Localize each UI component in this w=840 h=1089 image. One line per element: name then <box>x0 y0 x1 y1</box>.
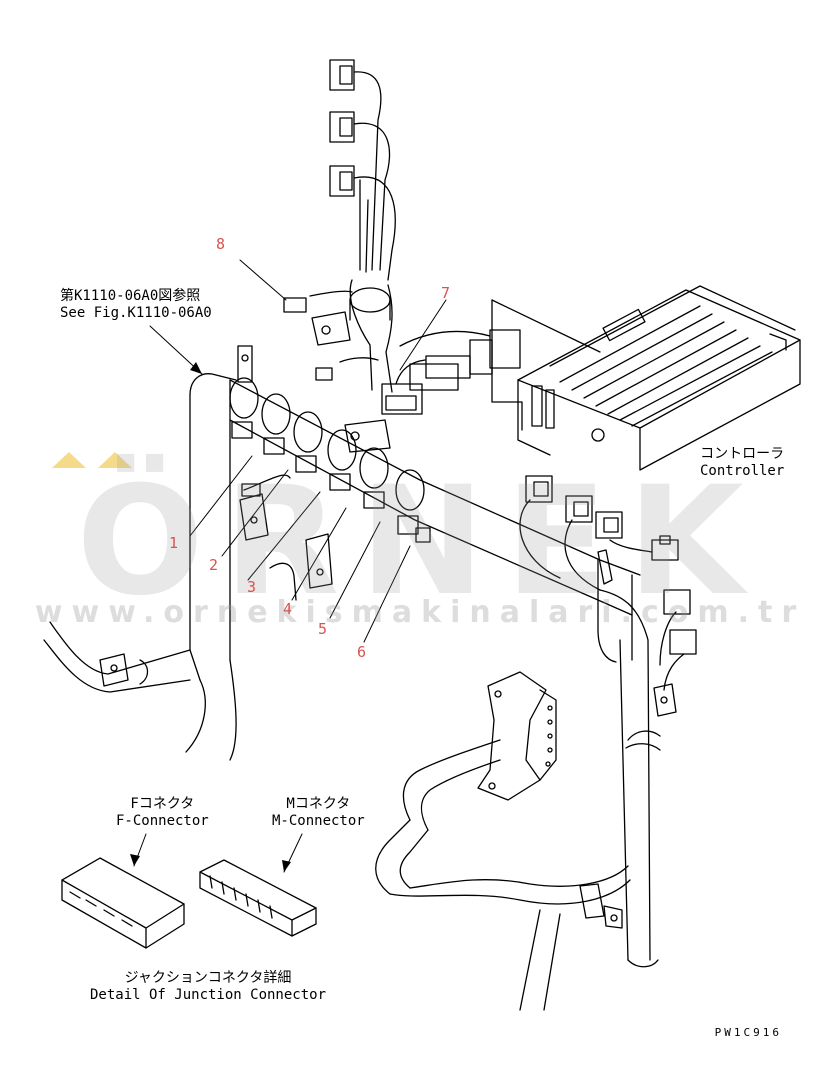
reference-label-en: See Fig.K1110-06A0 <box>60 305 212 321</box>
callout-1: 1 <box>169 534 179 552</box>
f-connector-detail <box>61 857 185 949</box>
callout-8: 8 <box>216 235 226 253</box>
reference-label: 第K1110-06A0図参照 See Fig.K1110-06A0 <box>60 288 212 322</box>
callout-5: 5 <box>318 620 328 638</box>
callout-2: 2 <box>209 556 219 574</box>
controller-unit <box>491 285 801 471</box>
arrow-heads <box>130 362 291 872</box>
m-connector-label: Mコネクタ M-Connector <box>272 796 365 830</box>
connector-block-7 <box>381 329 521 415</box>
left-conduit <box>185 345 253 761</box>
junction-detail-label: ジャクションコネクタ詳細 Detail Of Junction Connecto… <box>90 970 326 1004</box>
f-connector-label: Fコネクタ F-Connector <box>116 796 209 830</box>
right-conduit <box>597 549 677 968</box>
m-connector-detail <box>199 859 317 937</box>
junction-detail-label-en: Detail Of Junction Connector <box>90 987 327 1003</box>
lower-left-branch <box>43 621 191 693</box>
right-connectors <box>519 475 697 691</box>
reference-label-jp: 第K1110-06A0図参照 <box>60 288 201 304</box>
callout-3: 3 <box>247 578 257 596</box>
center-bundle <box>283 279 393 453</box>
callout-4: 4 <box>283 600 293 618</box>
upper-connector-group <box>329 59 396 281</box>
drawing-code: PW1C916 <box>714 1026 782 1039</box>
m-connector-label-jp: Mコネクタ <box>286 796 351 812</box>
side-junction-block <box>477 671 557 801</box>
controller-label-en: Controller <box>700 463 785 479</box>
lower-harness-loop <box>375 739 631 1011</box>
f-connector-label-jp: Fコネクタ <box>130 796 195 812</box>
junction-detail-label-jp: ジャクションコネクタ詳細 <box>124 970 292 986</box>
controller-label-jp: コントローラ <box>700 446 785 462</box>
callout-6: 6 <box>357 643 367 661</box>
f-connector-label-en: F-Connector <box>116 813 209 829</box>
callout-7: 7 <box>441 284 451 302</box>
main-harness <box>229 377 641 616</box>
controller-label: コントローラ Controller <box>700 446 784 480</box>
m-connector-label-en: M-Connector <box>272 813 365 829</box>
watermark-umlaut <box>52 452 144 472</box>
